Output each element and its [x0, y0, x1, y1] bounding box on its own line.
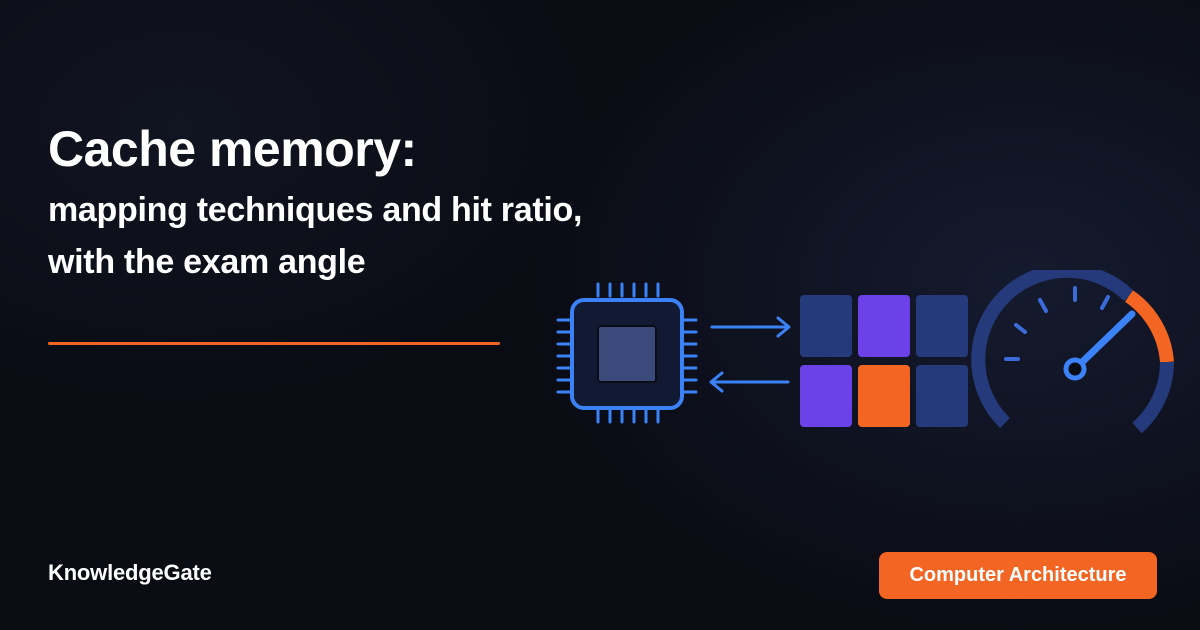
page-title: Cache memory: [48, 121, 417, 177]
title-underline [48, 342, 500, 345]
subtitle-line-2: with the exam angle [48, 243, 366, 281]
speedometer-gauge-icon [971, 270, 1174, 434]
bidirectional-arrows-icon [709, 316, 791, 393]
cache-blocks-icon [800, 295, 968, 427]
category-badge: Computer Architecture [879, 552, 1157, 599]
subtitle-line-1: mapping techniques and hit ratio, [48, 191, 583, 229]
brand-name: KnowledgeGate [48, 560, 212, 585]
cpu-chip-icon [556, 282, 698, 424]
cache-illustration [556, 270, 1174, 434]
title-block: Cache memory: mapping techniques and hit… [48, 118, 808, 288]
